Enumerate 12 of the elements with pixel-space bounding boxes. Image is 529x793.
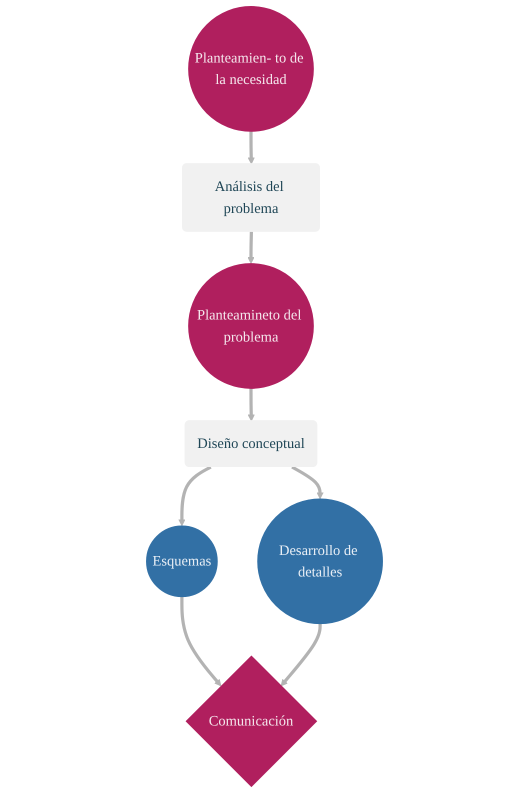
arrow bbox=[291, 466, 324, 500]
arrow bbox=[280, 624, 322, 686]
arrow bbox=[180, 596, 222, 686]
arrow bbox=[248, 131, 255, 164]
arrow bbox=[178, 466, 212, 526]
node-diamond: Comunicación bbox=[186, 655, 318, 788]
node-circle: Esquemas bbox=[146, 525, 218, 598]
node-circle: Planteamineto del problema bbox=[188, 263, 314, 389]
node-circle: Desarrollo de detalles bbox=[257, 498, 383, 624]
arrow bbox=[247, 232, 255, 264]
arrow bbox=[248, 388, 255, 422]
node-circle: Planteamien- to de la necesidad bbox=[188, 6, 314, 132]
